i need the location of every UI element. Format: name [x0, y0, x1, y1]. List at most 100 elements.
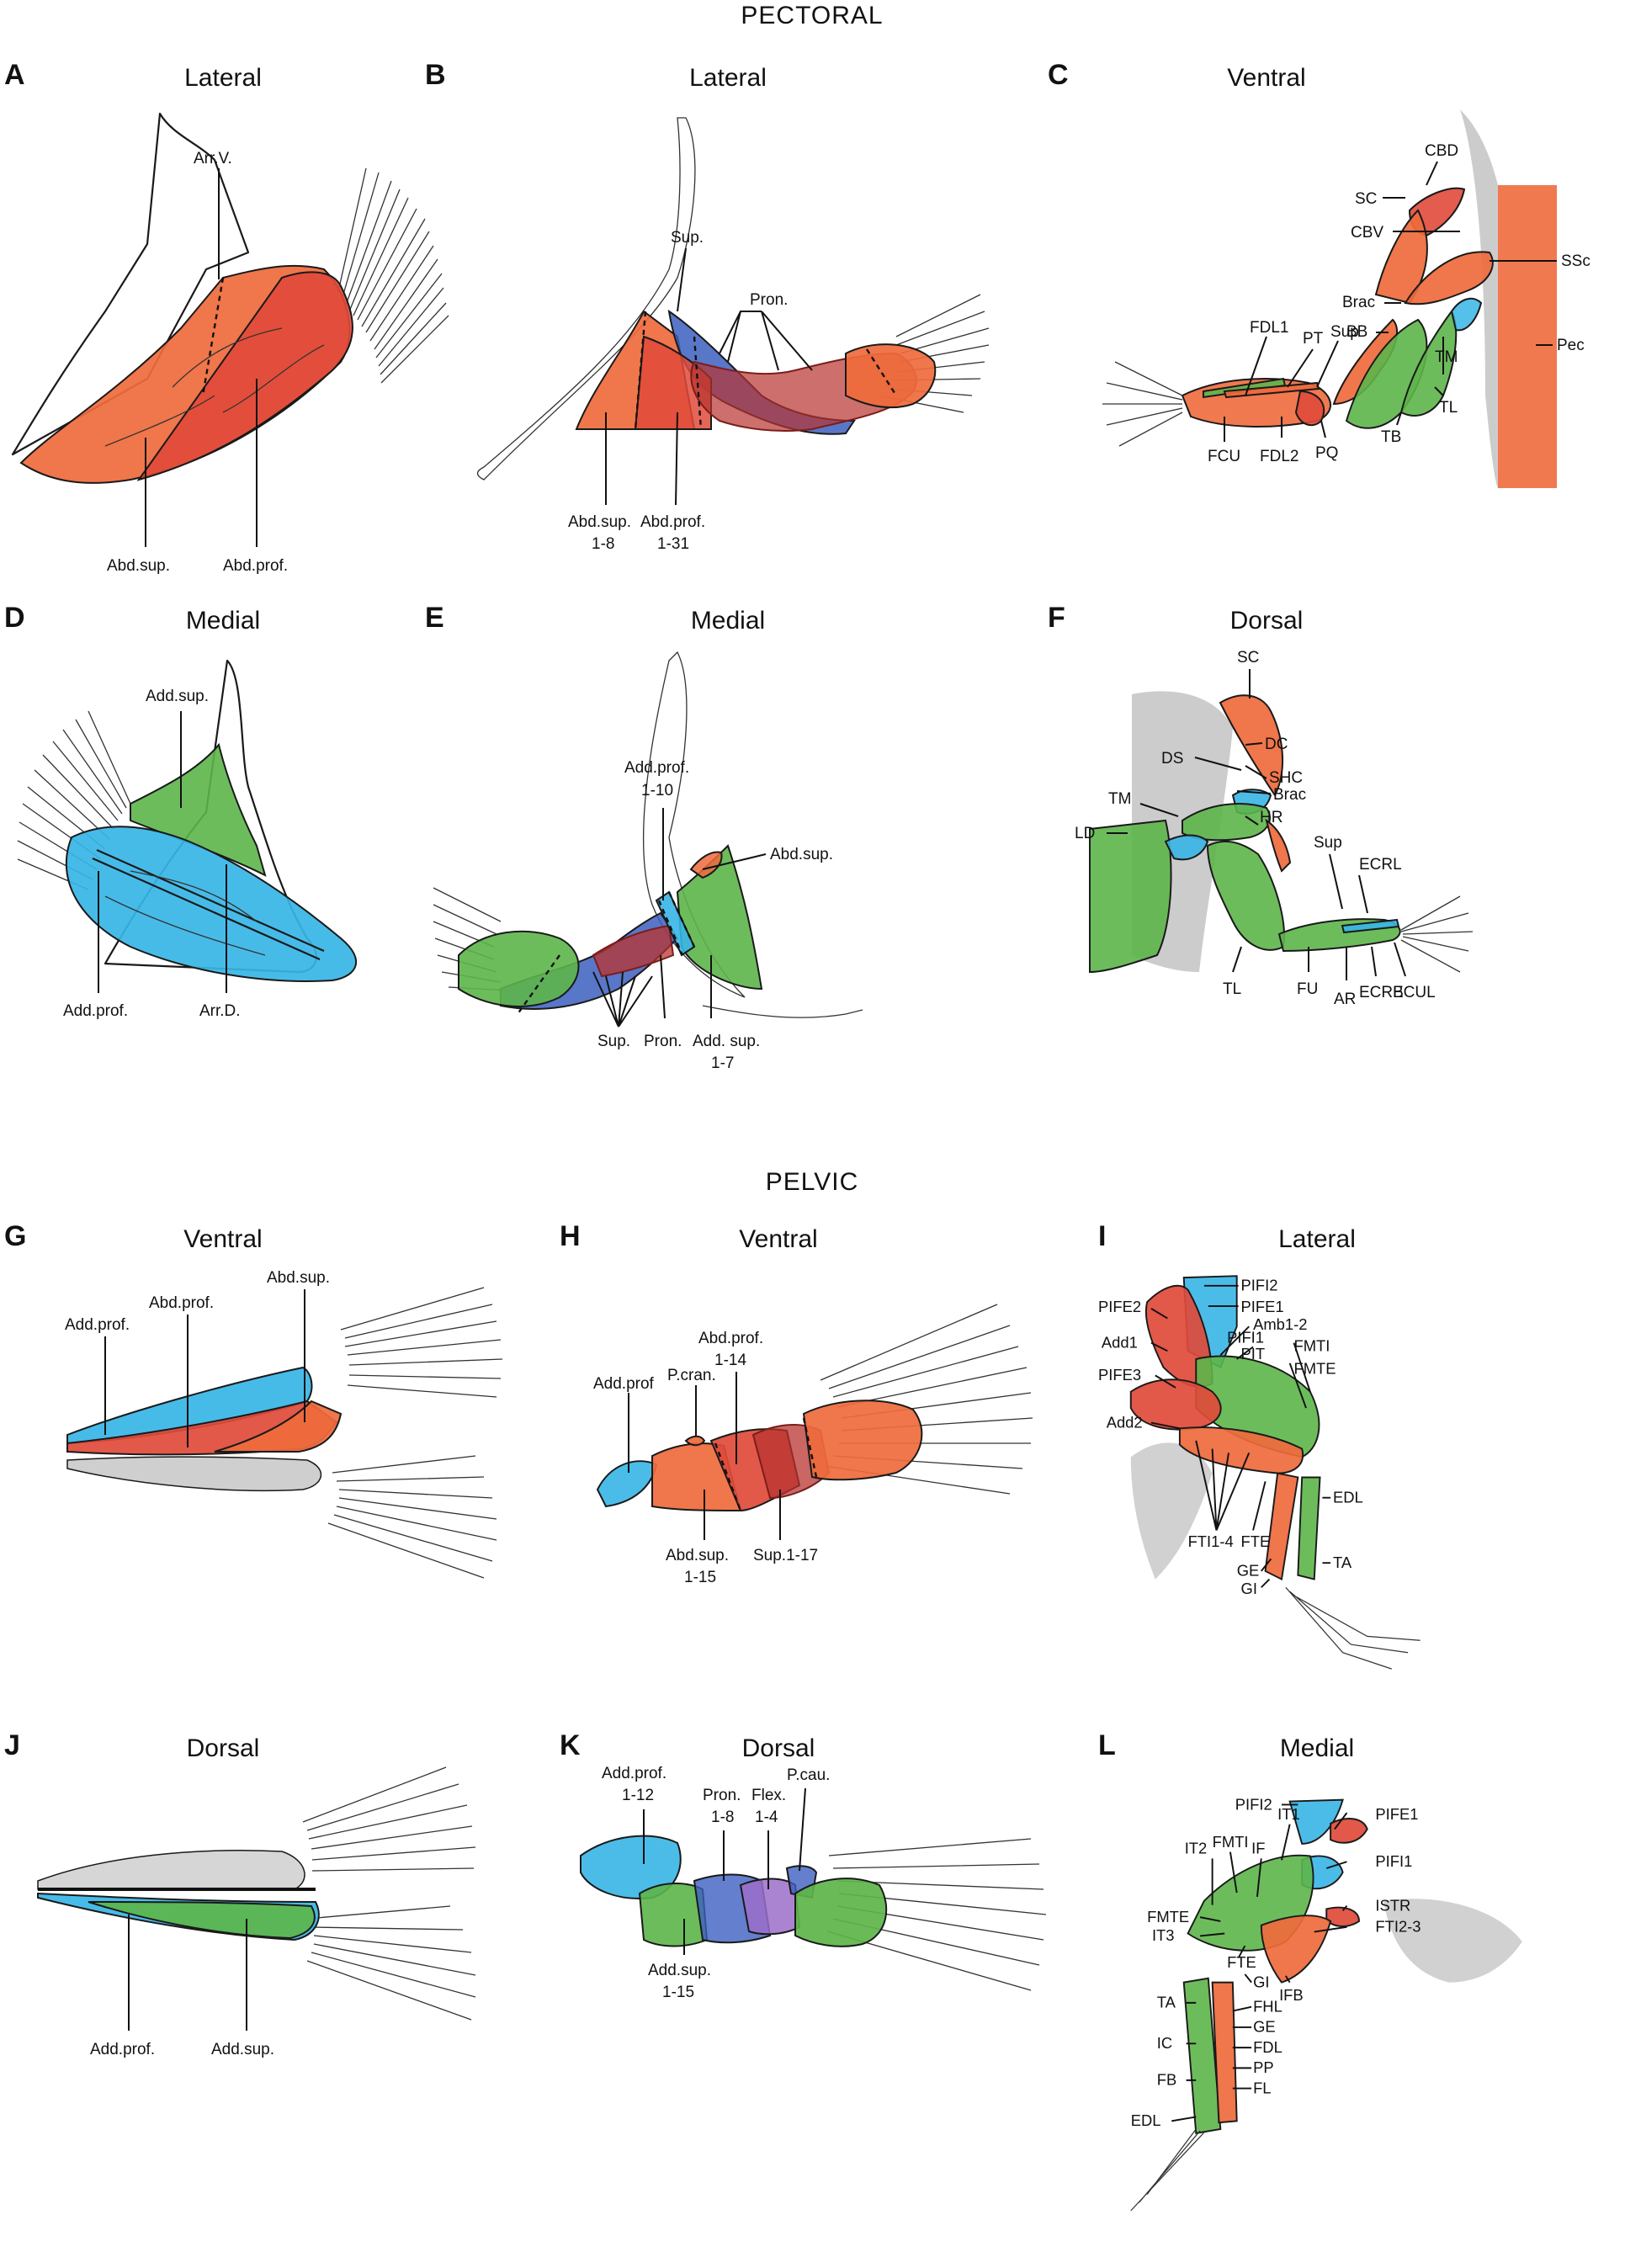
- leader-p-cau: [799, 1787, 806, 1872]
- abductor-profundus-muscle: [136, 271, 353, 481]
- label-pp: PP: [1253, 2058, 1274, 2076]
- pectoralis-muscle: [1498, 185, 1557, 488]
- label-pifi2: PIFI2: [1241, 1277, 1278, 1294]
- panel-view: Ventral: [739, 1225, 818, 1253]
- panel-c: C Ventral CBD SC CBV SSc Brac BB FDL1 PT…: [1048, 59, 1620, 598]
- adductor-superficial-muscle: [88, 1901, 316, 1940]
- fin-rays: [17, 710, 131, 890]
- panel-letter: E: [425, 602, 444, 634]
- muscle-texture: [104, 327, 325, 447]
- panel-letter: B: [425, 59, 446, 91]
- panel-view: Lateral: [1278, 1225, 1356, 1253]
- label-cbd: CBD: [1425, 142, 1458, 160]
- label-p-cran: P.cran.: [667, 1367, 716, 1384]
- hand-skeleton: [1400, 895, 1474, 973]
- panel-e: E Medial Add.prof. 1-10 Abd.sup. Sup. Pr…: [425, 602, 964, 1140]
- gastrocnemius-muscle: [1211, 1981, 1238, 2124]
- label-add1: Add1: [1102, 1333, 1138, 1351]
- label-pifi1: PIFI1: [1227, 1329, 1264, 1346]
- fin-rays: [820, 1304, 1033, 1495]
- label-tl: TL: [1439, 399, 1458, 417]
- adductor-profundus-muscle: [580, 1835, 682, 1899]
- label-fti: FTI2-3: [1375, 1918, 1421, 1936]
- dashed-boundary: [714, 1417, 818, 1511]
- label-add-prof-num: 1-10: [641, 782, 673, 799]
- label-fdl: FDL: [1253, 2038, 1282, 2056]
- label-ifb: IFB: [1279, 1986, 1304, 2004]
- label-brac: Brac: [1342, 294, 1375, 311]
- label-p-cau: P.cau.: [787, 1766, 830, 1784]
- label-sup: Sup: [1314, 834, 1342, 852]
- label-fte: FTE: [1227, 1953, 1256, 1971]
- label-sc: SC: [1355, 190, 1377, 208]
- leader-lines: [1171, 1803, 1348, 2122]
- label-pife3: PIFE3: [1098, 1366, 1141, 1384]
- label-tl: TL: [1223, 980, 1241, 998]
- label-sup: Sup.: [597, 1033, 630, 1050]
- panel-letter: A: [4, 59, 25, 91]
- label-pife1: PIFE1: [1241, 1298, 1284, 1315]
- leader-pron: [719, 311, 813, 371]
- label-fcu: FCU: [1208, 448, 1240, 465]
- label-brac: Brac: [1273, 786, 1306, 804]
- label-ta: TA: [1333, 1554, 1352, 1571]
- panel-d: D Medial Add.sup. Add.prof. Arr.D.: [4, 602, 543, 1140]
- label-add-prof: Add.prof.: [624, 759, 689, 777]
- label-add-prof: Add.prof.: [63, 1002, 128, 1020]
- label-fl: FL: [1253, 2079, 1271, 2096]
- pife3-muscle: [1129, 1378, 1222, 1431]
- foot-skeleton: [1285, 1586, 1421, 1670]
- label-pec: Pec: [1557, 337, 1585, 354]
- leader-pron: [660, 954, 666, 1019]
- diagram-g: Abd.sup. Abd.prof. Add.prof.: [65, 1269, 503, 1579]
- girdle-shade: [37, 1850, 305, 1890]
- label-add-sup: Add.sup.: [146, 688, 209, 705]
- hip-shade: [1383, 1899, 1522, 1983]
- fin-rays: [327, 1287, 503, 1579]
- leader-lines: [1224, 161, 1557, 442]
- section-title-pectoral: PECTORAL: [741, 2, 884, 29]
- label-arr-v: Arr.V.: [194, 150, 232, 167]
- label-abd-sup-num: 1-15: [684, 1569, 716, 1586]
- muscle-texture: [104, 870, 266, 956]
- brachialis: [1265, 818, 1292, 873]
- label-istr: ISTR: [1375, 1896, 1410, 1914]
- label-abd-sup: Abd.sup.: [770, 846, 833, 863]
- girdle-shade: [66, 1456, 322, 1492]
- panel-letter: D: [4, 602, 25, 634]
- adductor-superficial-distal: [458, 930, 580, 1007]
- label-ld: LD: [1075, 825, 1095, 842]
- label-add-prof-num: 1-12: [622, 1787, 654, 1804]
- diagram-b: Sup. Pron. Abd.sup. 1-8 Abd.prof. 1-31: [476, 117, 990, 553]
- iliofibularis-muscle: [1260, 1915, 1332, 1984]
- label-gi: GI: [1241, 1580, 1257, 1597]
- panel-i: I Lateral PIFI2 PIFE1 PIFE2 Amb1-2 PIFI1…: [1098, 1220, 1620, 1759]
- label-abd-sup: Abd.sup.: [267, 1269, 330, 1287]
- label-ecrl: ECRL: [1359, 856, 1402, 874]
- panel-view: Medial: [690, 607, 766, 635]
- label-abd-prof: Abd.prof.: [698, 1330, 763, 1347]
- label-fu: FU: [1297, 980, 1318, 998]
- label-fmti: FMTI: [1294, 1336, 1330, 1354]
- label-fmti: FMTI: [1213, 1833, 1249, 1851]
- dashed-boundary: [634, 311, 898, 430]
- fin-rays: [302, 1766, 476, 2021]
- label-abd-prof-num: 1-31: [657, 535, 689, 553]
- label-pron: Pron.: [750, 291, 788, 309]
- panel-view: Ventral: [183, 1225, 263, 1253]
- arrector-dashed-line: [201, 277, 225, 396]
- label-abd-prof: Abd.prof.: [149, 1294, 214, 1312]
- label-it3: IT3: [1152, 1926, 1175, 1944]
- label-it1: IT1: [1277, 1805, 1300, 1823]
- label-add-sup-num: 1-15: [662, 1984, 694, 2001]
- label-pron-num: 1-8: [711, 1809, 734, 1826]
- label-abd-sup: Abd.sup.: [568, 513, 631, 531]
- panel-letter: H: [560, 1220, 581, 1252]
- label-ge: GE: [1253, 2018, 1276, 2036]
- abductor-superficial-distal: [802, 1400, 923, 1481]
- label-pt: PT: [1303, 330, 1324, 348]
- leader-abd-prof: [675, 412, 678, 506]
- label-amb: Amb1-2: [1253, 1315, 1307, 1333]
- hand-skeleton: [1102, 361, 1183, 447]
- label-ecrb: ECRB: [1359, 984, 1404, 1001]
